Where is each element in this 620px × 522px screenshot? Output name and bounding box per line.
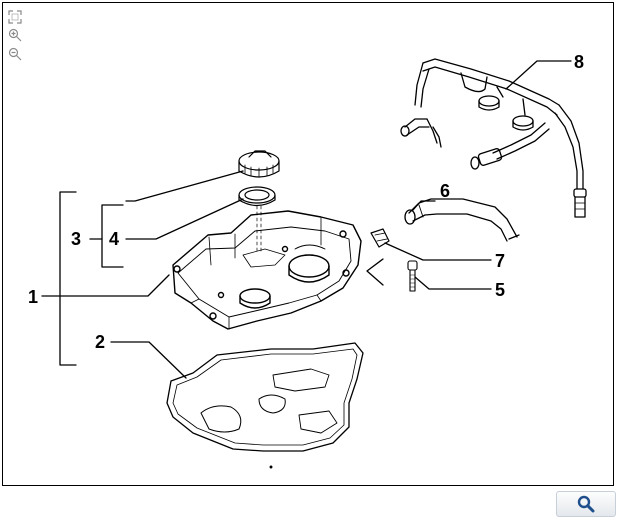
- cover-gasket: [166, 342, 364, 452]
- oil-pipe-assembly: [400, 58, 587, 218]
- callout-4: 4: [109, 229, 119, 249]
- leader-line-5: [414, 276, 492, 290]
- bracket-group-5: [366, 258, 384, 286]
- cylinder-head-cover: [172, 210, 362, 330]
- exploded-parts-diagram: 1 2 3 4 5 6 7 8: [28, 52, 587, 469]
- leader-line-2: [110, 341, 187, 379]
- leader-line-cap: [125, 170, 244, 202]
- leader-line-8: [505, 60, 572, 90]
- callout-5: 5: [495, 280, 505, 300]
- oil-filler-cap: [238, 150, 280, 178]
- callout-7: 7: [495, 251, 505, 271]
- breather-hose: [404, 198, 520, 242]
- magnifier-icon: [577, 495, 595, 513]
- callout-3: 3: [71, 229, 81, 249]
- leader-line-4: [125, 198, 244, 240]
- leader-line-1: [41, 274, 170, 297]
- zoom-in-icon[interactable]: [8, 28, 22, 42]
- bracket-group-3: [101, 204, 124, 268]
- callout-8: 8: [574, 52, 584, 72]
- callout-2: 2: [95, 332, 105, 352]
- search-button[interactable]: [556, 491, 616, 517]
- diagram-viewer: 1 2 3 4 5 6 7 8: [2, 2, 614, 486]
- zoom-out-icon[interactable]: [8, 47, 22, 61]
- retaining-clip: [370, 228, 390, 248]
- callout-6: 6: [440, 181, 450, 201]
- center-mark: [269, 465, 273, 469]
- fixing-bolt: [407, 260, 418, 292]
- callout-1: 1: [28, 287, 38, 307]
- bracket-group-1: [59, 191, 77, 366]
- seal-ring: [238, 186, 276, 207]
- fit-screen-icon[interactable]: [8, 10, 22, 24]
- leader-line-7: [384, 242, 492, 261]
- assembly-axis: [256, 205, 262, 254]
